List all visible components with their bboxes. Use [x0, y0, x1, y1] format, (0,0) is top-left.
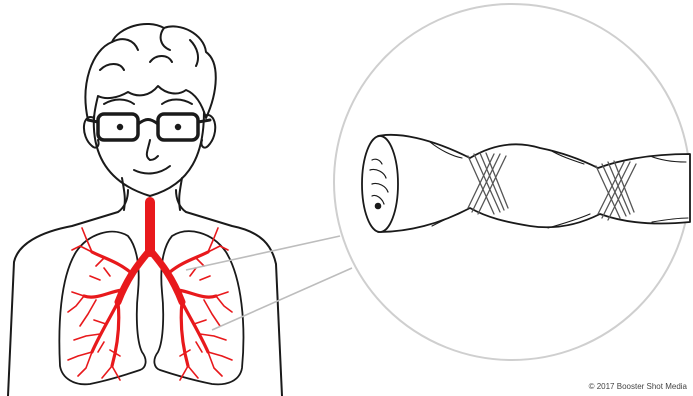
main-bronchi	[118, 250, 182, 302]
face-outline	[94, 112, 204, 196]
left-eye	[118, 125, 122, 129]
glasses-bridge	[138, 120, 158, 125]
right-eye	[176, 125, 180, 129]
copyright-text: © 2017 Booster Shot Media	[589, 382, 687, 391]
hair-outline	[85, 24, 215, 120]
right-eyebrow	[162, 100, 192, 105]
mucus-dot	[376, 204, 381, 209]
nose	[147, 140, 158, 160]
hair-strands	[100, 28, 198, 70]
left-eyebrow	[104, 100, 134, 105]
right-lung-outline	[154, 231, 243, 384]
mouth	[134, 166, 170, 173]
bronchial-tree-icon	[68, 202, 232, 380]
